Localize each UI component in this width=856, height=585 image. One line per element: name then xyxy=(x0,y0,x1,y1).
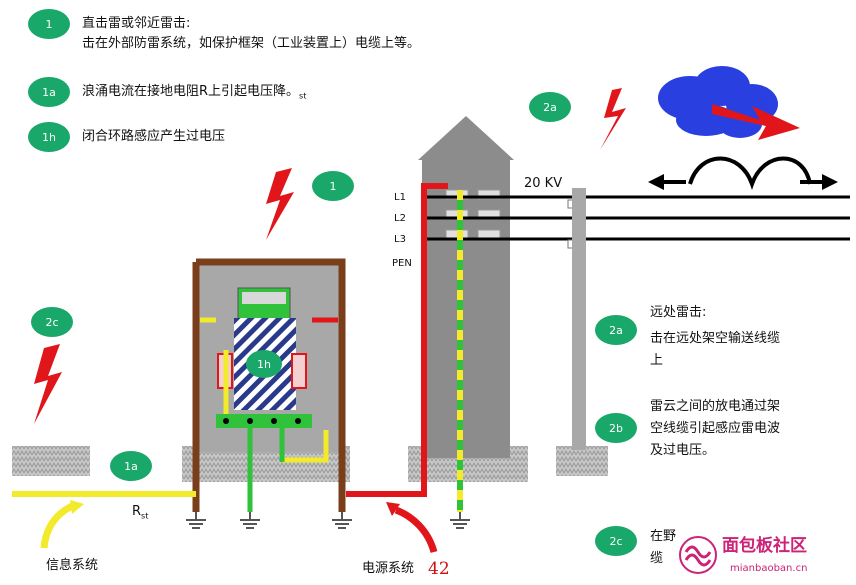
loop-induction-text: 闭合环路感应产生过电压 xyxy=(82,129,226,144)
ground-strip-pole xyxy=(556,446,608,476)
field-strike-2: 缆 xyxy=(650,551,664,566)
watermark-text: 面包板社区 xyxy=(722,536,807,556)
remote-strike-title: 远处雷击: xyxy=(650,305,707,320)
surge-sub: st xyxy=(299,91,307,101)
svg-text:2c: 2c xyxy=(45,316,58,329)
surge-wave xyxy=(688,156,812,190)
badge-1a-diagram: 1a xyxy=(110,451,152,481)
cloud-discharge-3: 及过电压。 xyxy=(650,443,716,458)
svg-text:2a: 2a xyxy=(543,101,557,114)
line-label-l2: L2 xyxy=(394,213,406,224)
power-system-label: 电源系统 xyxy=(362,561,415,576)
badge-1-top: 1 xyxy=(28,9,70,39)
line-pole xyxy=(572,188,586,450)
badge-2c-right: 2c xyxy=(595,526,637,556)
badge-2a-top: 2a xyxy=(529,92,571,122)
svg-text:2c: 2c xyxy=(609,535,622,548)
storm-cloud xyxy=(658,66,778,138)
watermark-logo xyxy=(673,530,851,580)
svg-text:1a: 1a xyxy=(42,86,56,99)
substation-building xyxy=(422,158,510,458)
badge-2b-right: 2b xyxy=(595,413,637,443)
remote-strike-desc-1: 击在远处架空输送线缆 xyxy=(650,331,781,346)
line-label-l1: L1 xyxy=(394,192,406,203)
info-arrow xyxy=(40,502,74,549)
direct-strike-desc: 击在外部防雷系统，如保护框架（工业装置上）电缆上等。 xyxy=(82,36,421,51)
svg-text:2b: 2b xyxy=(609,422,623,435)
line-label-pen: PEN xyxy=(392,258,412,269)
power-arrow xyxy=(394,506,438,554)
badge-1h-diagram: 1h xyxy=(246,350,282,378)
svg-text:1h: 1h xyxy=(42,131,56,144)
ground-resistance-label: Rst xyxy=(132,504,149,521)
watermark-url: mianbaoban.cn xyxy=(730,563,808,574)
svg-text:1h: 1h xyxy=(257,358,271,371)
direct-strike-title: 直击雷或邻近雷击: xyxy=(82,16,191,31)
badge-1-diagram: 1 xyxy=(312,171,354,201)
page-number: 42 xyxy=(428,559,450,579)
voltage-label: 20 KV xyxy=(524,176,563,191)
lightning-bolt-2c xyxy=(34,344,62,424)
info-system-label: 信息系统 xyxy=(46,558,99,573)
field-strike-1: 在野 xyxy=(650,529,677,544)
badge-1a-top: 1a xyxy=(28,77,70,107)
svg-text:1: 1 xyxy=(46,18,53,31)
power-cable xyxy=(346,183,448,497)
substation-roof xyxy=(418,116,514,160)
remote-strike-desc-2: 上 xyxy=(650,353,664,368)
cloud-lightning xyxy=(712,104,800,140)
badge-1h-top: 1h xyxy=(28,122,70,152)
line-label-l3: L3 xyxy=(394,234,406,245)
badge-2c-diagram: 2c xyxy=(31,307,73,337)
badge-2a-right: 2a xyxy=(595,315,637,345)
cloud-discharge-2: 空线缆引起感应雷电波 xyxy=(650,421,781,436)
lightning-bolt-1 xyxy=(266,168,294,240)
overhead-lines xyxy=(426,195,850,241)
ground-symbols xyxy=(186,512,470,529)
lightning-bolt-2a xyxy=(600,88,626,150)
svg-text:1a: 1a xyxy=(124,460,138,473)
svg-text:1: 1 xyxy=(330,180,337,193)
ground-strip-left xyxy=(12,446,90,476)
svg-text:2a: 2a xyxy=(609,324,623,337)
surge-current-text: 浪涌电流在接地电阻R上引起电压降。st xyxy=(82,84,307,101)
cloud-discharge-1: 雷云之间的放电通过架 xyxy=(650,399,781,414)
surge-arrows xyxy=(648,174,838,190)
ground-resistance-sub: st xyxy=(141,511,149,521)
